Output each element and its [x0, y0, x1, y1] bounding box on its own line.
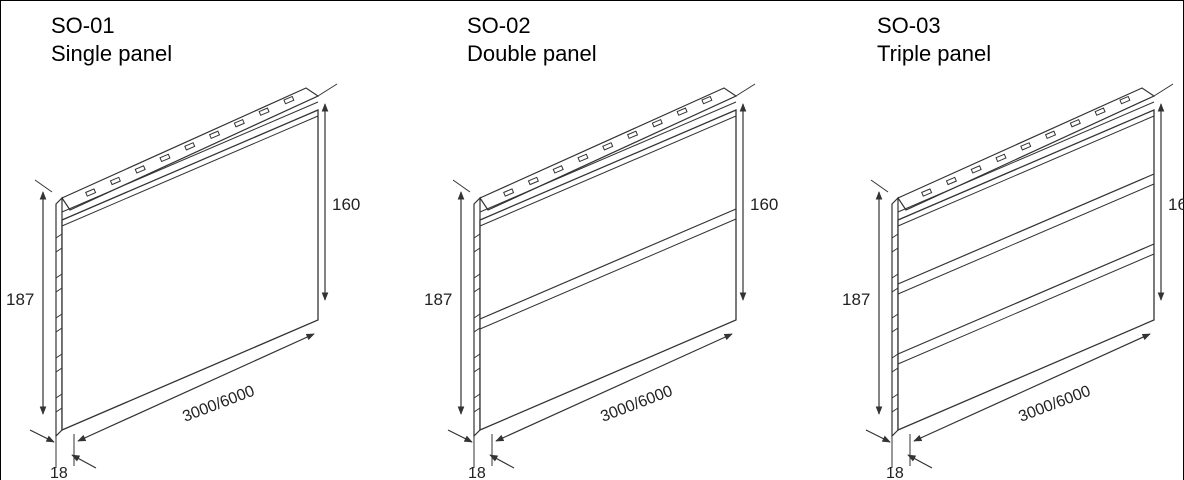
dim-tick: [870, 179, 889, 193]
nail-slot: [921, 188, 933, 197]
board-groove: [897, 173, 1155, 285]
dim-thickness-label: 18: [886, 465, 904, 480]
nail-slot: [602, 142, 614, 151]
nail-slot: [283, 95, 295, 105]
profile-notch: [55, 393, 63, 413]
profile-notch: [891, 393, 899, 413]
dim-height-total-label: 187: [424, 290, 452, 309]
nail-slot: [159, 153, 171, 163]
panel-1-code: SO-01: [51, 13, 115, 38]
profile-notch: [473, 353, 481, 373]
dim-height-total-label: 187: [6, 290, 34, 309]
flange-lip: [61, 101, 319, 213]
dim-height-visible-label: 160: [332, 195, 360, 214]
profile-notch: [891, 233, 899, 253]
dim-height-total-label: 187: [842, 290, 870, 309]
board-bevel: [61, 115, 319, 227]
panel-face: [61, 109, 319, 431]
board-bevel: [479, 115, 737, 227]
nail-slot: [109, 176, 121, 186]
nail-slot: [626, 130, 639, 140]
dim-thickness-arrow-left: [29, 429, 55, 443]
dim-thickness-arrow-right: [489, 454, 515, 469]
panel-1-name: Single panel: [51, 41, 173, 66]
profile-notch: [891, 273, 899, 293]
nail-slot: [676, 107, 688, 116]
nail-slot: [85, 188, 97, 197]
profile-notch: [473, 313, 481, 333]
profile-notch: [55, 233, 63, 253]
nail-slot: [1044, 130, 1057, 140]
flange-lip: [479, 101, 737, 213]
profile-notch: [473, 393, 481, 413]
dim-length-line: [495, 333, 733, 442]
panel-3-name: Triple panel: [877, 41, 992, 66]
board-bevel: [897, 115, 1155, 227]
panel-3-code: SO-03: [877, 13, 941, 38]
nail-slot: [1069, 118, 1081, 128]
dim-height-visible-label: 160: [750, 195, 778, 214]
profile-notch: [891, 353, 899, 373]
panel-face: [479, 109, 737, 431]
dim-tick: [34, 179, 53, 193]
nail-slot: [184, 142, 196, 151]
profile-notch: [473, 273, 481, 293]
dim-thickness-arrow-left: [447, 429, 473, 443]
nail-slot: [651, 118, 663, 128]
board-groove: [479, 208, 737, 320]
panel-2-code: SO-02: [467, 13, 531, 38]
profile-notch: [473, 233, 481, 253]
dim-tick: [452, 179, 471, 193]
nail-slot: [258, 107, 270, 116]
nail-slot: [208, 130, 221, 140]
dim-tick: [317, 83, 338, 97]
board-groove-lower: [897, 183, 1155, 295]
nail-slot: [995, 153, 1007, 163]
dim-thickness-arrow-right: [71, 454, 97, 469]
dim-thickness-label: 18: [50, 465, 68, 480]
dim-thickness-arrow-right: [907, 454, 933, 469]
dim-tick: [735, 83, 756, 97]
panel-2-name: Double panel: [467, 41, 597, 66]
nail-slot: [1020, 142, 1032, 151]
nail-slot: [552, 165, 564, 174]
nail-slot: [701, 95, 713, 105]
board-groove-lower: [479, 218, 737, 330]
nail-slot: [577, 153, 589, 163]
dim-thickness-arrow-left: [865, 429, 891, 443]
profile-notch: [55, 313, 63, 333]
flange-lip: [897, 101, 1155, 213]
dim-tick: [1153, 83, 1174, 97]
nail-slot: [970, 165, 982, 174]
dim-height-visible-label: 160: [1168, 195, 1184, 214]
profile-notch: [891, 313, 899, 333]
nail-slot: [527, 176, 539, 186]
nail-slot: [503, 188, 515, 197]
dim-thickness-label: 18: [468, 465, 486, 480]
dim-length-line: [77, 333, 315, 442]
nail-slot: [945, 176, 957, 186]
nail-slot: [1119, 95, 1131, 105]
dim-length-line: [913, 333, 1151, 442]
nail-slot: [1094, 107, 1106, 116]
nail-slot: [134, 165, 146, 174]
profile-notch: [55, 353, 63, 373]
profile-notch: [55, 273, 63, 293]
nail-slot: [233, 118, 245, 128]
